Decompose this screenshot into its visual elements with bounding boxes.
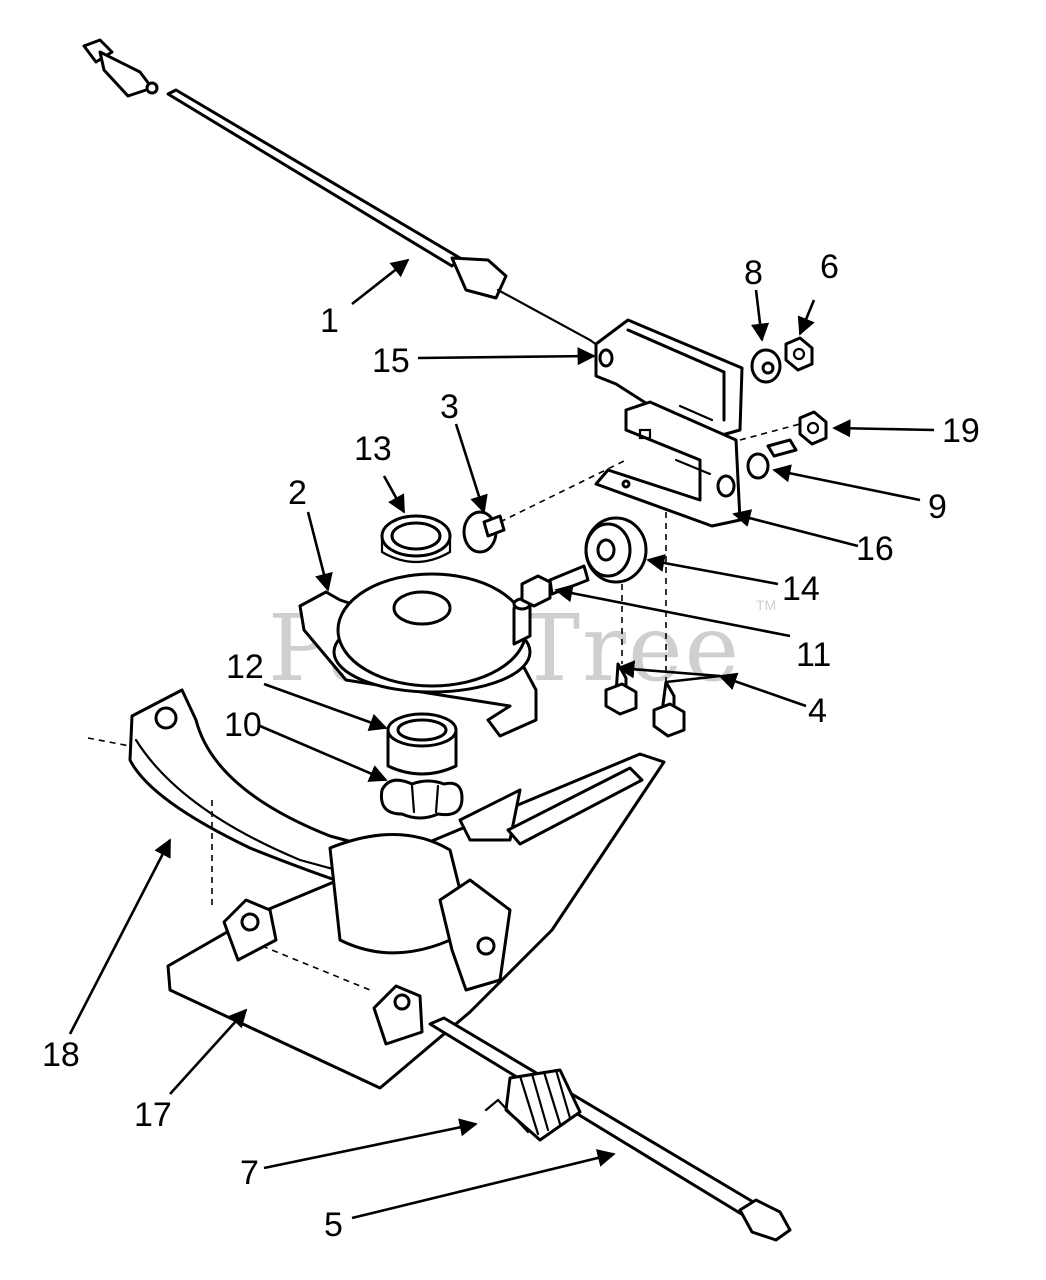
callout-10: 10 <box>224 706 262 744</box>
callout-11: 11 <box>796 636 831 674</box>
part-12-spacer[interactable] <box>386 712 458 776</box>
callout-4: 4 <box>808 692 827 730</box>
callout-16: 16 <box>856 530 894 568</box>
callout-14: 14 <box>782 570 820 608</box>
alignment-line <box>499 459 627 523</box>
callout-15: 15 <box>372 342 410 380</box>
callout-1: 1 <box>320 302 339 340</box>
part-1-cable[interactable] <box>82 38 606 352</box>
part-4-bolt-right[interactable] <box>652 680 686 738</box>
part-19-nut[interactable] <box>798 410 828 446</box>
part-3-cap[interactable] <box>462 510 506 554</box>
callout-5: 5 <box>324 1206 343 1244</box>
part-14-idler-pulley[interactable] <box>584 516 648 584</box>
part-17-base[interactable] <box>166 752 666 1090</box>
part-9-washer[interactable] <box>746 438 798 480</box>
callout-labels: 1 2 3 4 5 6 7 8 9 10 11 12 13 14 15 16 1… <box>42 248 980 1244</box>
part-8-washer[interactable] <box>750 348 782 384</box>
callout-3: 3 <box>440 388 459 426</box>
alignment-line <box>621 512 667 682</box>
callout-12: 12 <box>226 648 264 686</box>
alignment-line <box>739 423 801 441</box>
callout-19: 19 <box>942 412 980 450</box>
part-7-spring[interactable] <box>484 1068 582 1142</box>
part-6-nut[interactable] <box>784 336 814 372</box>
callout-13: 13 <box>354 430 392 468</box>
callout-17: 17 <box>134 1096 172 1134</box>
part-10-bushing[interactable] <box>379 778 464 820</box>
watermark-tm: TM <box>756 597 776 613</box>
callout-8: 8 <box>744 254 763 292</box>
callout-7: 7 <box>240 1154 259 1192</box>
alignment-line <box>87 737 371 991</box>
part-16-bracket[interactable] <box>594 400 742 528</box>
callout-9: 9 <box>928 488 947 526</box>
callout-18: 18 <box>42 1036 80 1074</box>
callout-6: 6 <box>820 248 839 286</box>
part-2-pulley[interactable] <box>298 572 538 738</box>
part-5-shaft[interactable] <box>428 1016 792 1242</box>
part-13-bushing[interactable] <box>380 514 452 563</box>
callout-2: 2 <box>288 474 307 512</box>
callout-leaders <box>68 258 935 1220</box>
